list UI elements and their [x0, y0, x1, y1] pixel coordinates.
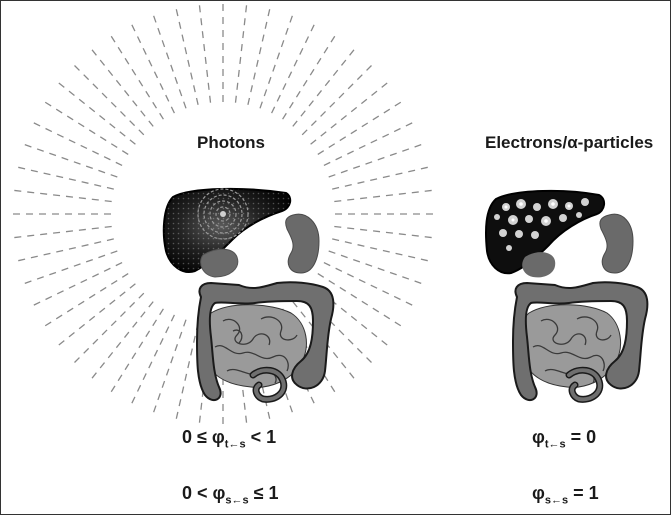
left-organs [164, 189, 334, 400]
photon-ray [175, 323, 198, 423]
photon-ray [199, 1, 211, 103]
photon-ray [318, 100, 405, 155]
photon-ray [283, 32, 338, 119]
photons-equation-absorbed-source: 0 < φs←s ≤ 1 [182, 483, 279, 507]
right-organs [486, 191, 647, 400]
photon-ray [293, 46, 357, 127]
photon-ray [236, 1, 248, 103]
photon-ray [324, 121, 417, 166]
photon-ray [29, 121, 122, 166]
photon-ray [71, 293, 144, 366]
photon-ray [175, 4, 198, 104]
photons-equation-absorbed-target: 0 ≤ φt←s < 1 [182, 427, 276, 451]
photons-title: Photons [197, 133, 265, 153]
photon-ray [41, 274, 128, 329]
photon-ray [311, 80, 392, 144]
left-stomach [201, 249, 238, 277]
electrons-equation-absorbed-source: φs←s = 1 [532, 483, 599, 507]
photon-ray [329, 143, 426, 177]
photon-ray [334, 190, 436, 202]
photon-ray [324, 263, 417, 308]
photon-ray [260, 11, 294, 108]
photon-ray [334, 227, 436, 239]
photon-ray [130, 315, 175, 408]
photon-ray [29, 263, 122, 308]
photon-ray [41, 100, 128, 155]
photon-ray [9, 190, 111, 202]
photon-ray [55, 284, 135, 348]
photon-ray [9, 227, 111, 239]
right-stomach [522, 252, 555, 277]
electrons-alpha-title: Electrons/α-particles [485, 133, 653, 153]
photon-ray [152, 320, 186, 417]
photon-ray [332, 239, 432, 262]
photon-ray [109, 309, 164, 396]
photon-ray [332, 166, 432, 189]
photon-ray [89, 302, 153, 383]
photon-ray [152, 11, 186, 108]
photon-ray [20, 143, 117, 177]
photon-ray [272, 20, 317, 113]
photon-ray [89, 46, 153, 127]
photon-ray [13, 166, 113, 189]
photon-ray [20, 251, 117, 285]
photon-ray [248, 4, 271, 104]
right-kidney [600, 214, 633, 273]
left-kidney [286, 214, 319, 273]
photon-ray [13, 239, 113, 262]
electrons-equation-absorbed-target: φt←s = 0 [532, 427, 596, 451]
photon-ray [55, 80, 135, 144]
photon-ray [71, 62, 144, 135]
photon-ray [329, 251, 426, 285]
photon-ray [130, 20, 175, 113]
photon-ray [302, 62, 375, 135]
photon-ray [109, 32, 164, 119]
